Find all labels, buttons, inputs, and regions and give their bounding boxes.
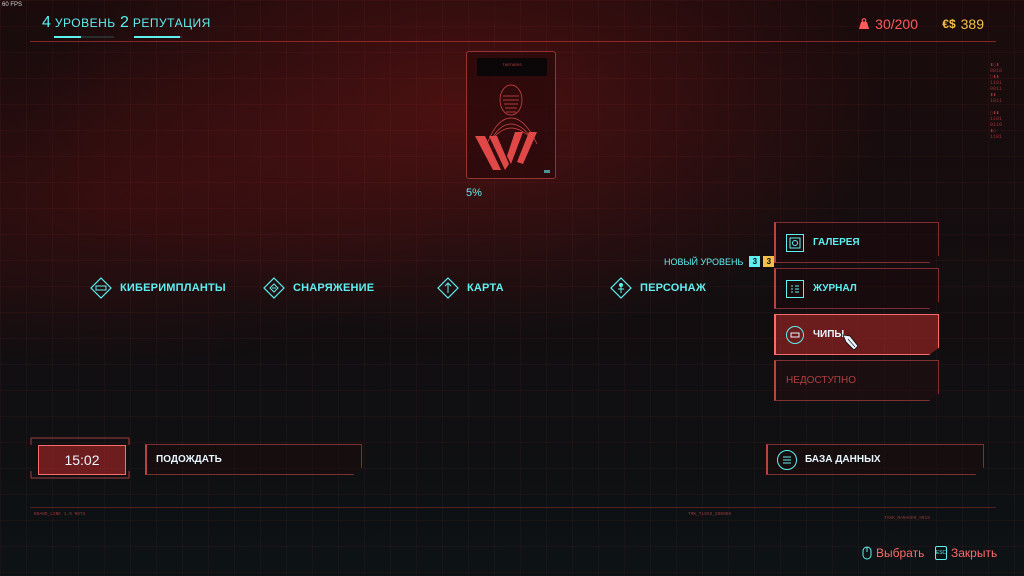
top-bar: 4 УРОВЕНЬ 2 РЕПУТАЦИЯ 30/200 €$ 389 bbox=[30, 10, 996, 42]
close-hint-label: Закрыть bbox=[951, 546, 998, 560]
inventory-icon bbox=[263, 277, 285, 299]
side-item-unavailable-label: НЕДОСТУПНО bbox=[786, 375, 856, 386]
fps-counter: 60 FPS bbox=[2, 2, 23, 8]
portrait-art-icon: TARTARUS bbox=[475, 64, 550, 173]
side-item-unavailable: НЕДОСТУПНО bbox=[774, 360, 939, 401]
reputation-progress-bar bbox=[134, 36, 182, 38]
money-value: 389 bbox=[960, 16, 984, 32]
reputation-progress-fill bbox=[134, 36, 180, 38]
portrait-cap-text: TARTARUS bbox=[502, 64, 522, 68]
game-time: 15:02 bbox=[38, 445, 126, 475]
cyberware-icon bbox=[90, 277, 112, 299]
menu-character[interactable]: ПЕРСОНАЖ bbox=[610, 277, 706, 299]
wait-button[interactable]: ПОДОЖДАТЬ bbox=[145, 444, 362, 475]
menu-map[interactable]: КАРТА bbox=[437, 277, 504, 299]
select-hint-label: Выбрать bbox=[876, 546, 925, 560]
money: €$ 389 bbox=[942, 16, 984, 32]
side-item-journal-label: ЖУРНАЛ bbox=[813, 283, 857, 294]
footer-divider bbox=[30, 507, 996, 508]
carry-weight: 30/200 bbox=[858, 16, 918, 32]
menu-character-label: ПЕРСОНАЖ bbox=[640, 282, 706, 294]
side-item-journal[interactable]: ЖУРНАЛ bbox=[774, 268, 939, 309]
menu-cyberware-label: КИБЕРИМПЛАНТЫ bbox=[120, 282, 226, 294]
perk-points-badge: 3 bbox=[763, 256, 775, 267]
side-item-shards[interactable]: ЧИПЫ bbox=[774, 314, 939, 355]
weight-icon bbox=[859, 18, 870, 29]
esc-key-icon: ESC bbox=[935, 546, 947, 560]
menu-map-label: КАРТА bbox=[467, 282, 504, 294]
select-hint[interactable]: Выбрать bbox=[862, 546, 924, 560]
map-icon bbox=[437, 277, 459, 299]
side-item-gallery[interactable]: ГАЛЕРЕЯ bbox=[774, 222, 939, 263]
footer-tiny-right: TASK_MANAGER_S01S bbox=[884, 516, 930, 521]
database-label: БАЗА ДАННЫХ bbox=[805, 454, 881, 465]
menu-inventory[interactable]: СНАРЯЖЕНИЕ bbox=[263, 277, 374, 299]
new-level-label: НОВЫЙ УРОВЕНЬ bbox=[664, 256, 744, 267]
reputation-label: РЕПУТАЦИЯ bbox=[132, 16, 211, 30]
level-progress-fill bbox=[54, 36, 81, 38]
attribute-points-badge: 3 bbox=[749, 256, 761, 267]
close-hint[interactable]: ESC Закрыть bbox=[935, 546, 997, 560]
level-stat[interactable]: 4 УРОВЕНЬ bbox=[42, 14, 116, 32]
reputation-stat[interactable]: 2 РЕПУТАЦИЯ bbox=[120, 14, 211, 32]
side-item-gallery-label: ГАЛЕРЕЯ bbox=[813, 237, 860, 248]
journal-icon bbox=[786, 279, 804, 298]
character-portrait[interactable]: TARTARUS bbox=[466, 51, 556, 179]
footer-tiny-left: BRAND_LINE 1.0 NOTS bbox=[34, 512, 86, 517]
hand-cursor-icon bbox=[842, 334, 859, 351]
portrait-cap bbox=[477, 58, 547, 76]
footer-tiny-mid: TRK_TLOSS_S00086 bbox=[688, 512, 732, 517]
side-item-shards-label: ЧИПЫ bbox=[813, 329, 845, 340]
level-progress-bar bbox=[54, 36, 114, 38]
database-icon bbox=[777, 449, 797, 470]
shards-icon bbox=[786, 325, 804, 344]
menu-cyberware[interactable]: КИБЕРИМПЛАНТЫ bbox=[90, 277, 226, 299]
mouse-icon bbox=[862, 546, 872, 560]
database-button[interactable]: БАЗА ДАННЫХ bbox=[766, 444, 984, 475]
portrait-percent: 5% bbox=[466, 187, 482, 199]
eurodollar-icon: €$ bbox=[942, 17, 956, 31]
level-label: УРОВЕНЬ bbox=[54, 16, 116, 30]
new-level-indicator: НОВЫЙ УРОВЕНЬ 3 3 bbox=[664, 256, 775, 267]
gallery-icon bbox=[786, 233, 804, 252]
character-icon bbox=[610, 277, 632, 299]
reputation-value: 2 bbox=[120, 14, 129, 31]
menu-inventory-label: СНАРЯЖЕНИЕ bbox=[293, 282, 375, 294]
carry-weight-value: 30/200 bbox=[875, 16, 918, 32]
clock-frame bbox=[30, 437, 130, 479]
level-value: 4 bbox=[42, 14, 51, 31]
